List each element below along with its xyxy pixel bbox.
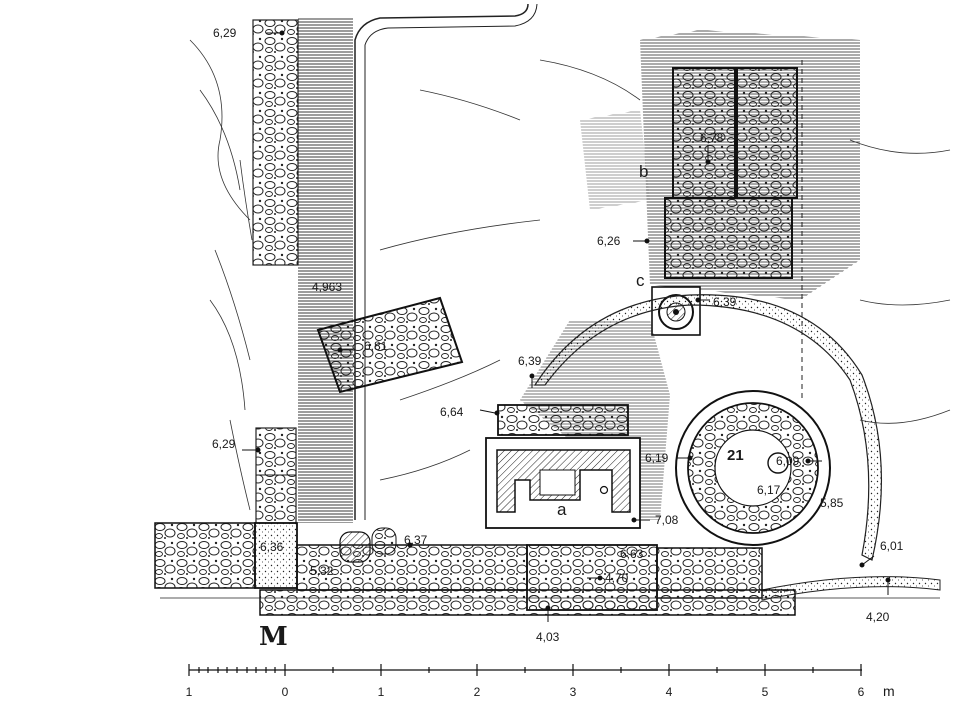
elevation-label: 6,39 — [518, 354, 542, 368]
elevation-label: 5,85 — [820, 496, 844, 510]
elevation-label: 6,78 — [700, 131, 724, 145]
channel-outline — [354, 3, 529, 520]
elevation-label: 4,20 — [866, 610, 890, 624]
elevation-markers — [242, 30, 891, 622]
elevation-label: 4,03 — [536, 630, 560, 644]
scale-tick-label: 4 — [665, 685, 673, 699]
elevation-label: 6,29 — [213, 26, 237, 40]
elevation-label: 6,29 — [212, 437, 236, 451]
feature-letter-c: c — [636, 271, 645, 290]
block-b — [664, 67, 798, 279]
elevation-label: 6,37 — [404, 533, 428, 547]
sector-letter-m: M — [259, 622, 288, 652]
tilted-slab — [316, 296, 464, 394]
elevation-label: 6,63 — [620, 547, 644, 561]
scale-tick-label: 2 — [473, 685, 481, 699]
scale-tick-label: 3 — [569, 685, 577, 699]
feature-c — [651, 286, 701, 336]
scale-tick-label: 6 — [857, 685, 865, 699]
scale-tick-label: 0 — [281, 685, 289, 699]
elevation-label: 6,26 — [597, 234, 621, 248]
scale-tick-label: 5 — [761, 685, 769, 699]
elevation-label: 7,08 — [655, 513, 679, 527]
west-rubble-wall — [252, 19, 299, 524]
scale-unit: m — [883, 683, 895, 699]
elevation-label: 6,01 — [880, 539, 904, 553]
south-foundation-wall — [154, 522, 940, 616]
feature-letter-b: b — [639, 162, 649, 181]
hatched-wall-west — [298, 18, 353, 523]
scale-tick-label: 1 — [185, 685, 193, 699]
left-ground-lines — [189, 39, 253, 511]
elevation-label: 4,963 — [312, 280, 343, 294]
elevation-label: 6,19 — [645, 451, 669, 465]
elevation-label: 6,39 — [713, 295, 737, 309]
well-21 — [675, 390, 831, 546]
elevation-label: 6,17 — [757, 483, 781, 497]
scale-tick-label: 1 — [377, 685, 385, 699]
stippled-walkway — [533, 294, 941, 601]
elevation-label: 4,70 — [605, 571, 629, 585]
elevation-label: 6,36 — [260, 540, 284, 554]
elevation-label: 6,81 — [364, 339, 388, 353]
feature-number-21: 21 — [727, 447, 744, 464]
elevation-label: 5,32 — [310, 564, 334, 578]
structure-a — [485, 404, 641, 529]
elevation-label: 6,09 — [776, 454, 800, 468]
scale-bar — [188, 664, 862, 676]
feature-letter-a: a — [557, 500, 567, 519]
elevation-label: 6,64 — [440, 405, 464, 419]
terrain-strokes — [379, 59, 951, 481]
